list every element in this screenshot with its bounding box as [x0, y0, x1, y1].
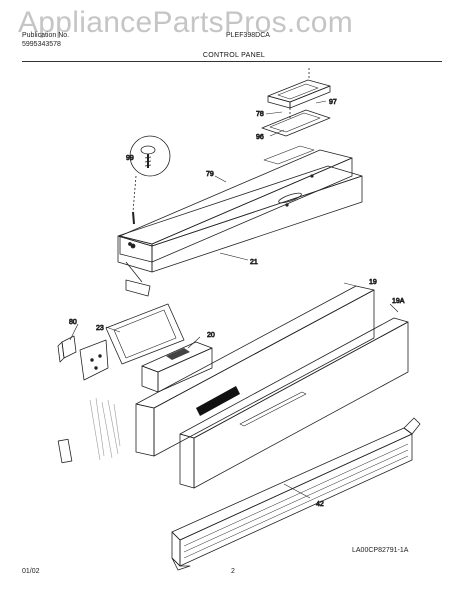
callout-20: 20	[207, 332, 215, 339]
part-79-control-panel	[119, 145, 353, 263]
wire-harness	[57, 397, 121, 464]
part-19a-front-panel	[179, 317, 409, 489]
callout-79: 79	[206, 171, 214, 178]
part-23-clock-board	[57, 303, 185, 381]
callout-42: 42	[316, 501, 324, 508]
footer-drawing-code: LA00CP82791-1A	[352, 547, 409, 554]
callout-21: 21	[250, 259, 258, 266]
page-title: CONTROL PANEL	[202, 52, 266, 59]
part-20-electronic-control	[141, 341, 213, 393]
footer-date: 01/02	[22, 568, 40, 575]
callout-19: 19	[369, 279, 377, 286]
part-19-back-panel	[135, 285, 375, 457]
footer-page-number: 2	[231, 568, 235, 575]
part-99-screw	[129, 135, 171, 225]
callout-96: 96	[256, 134, 264, 141]
callout-23: 23	[96, 325, 104, 332]
part-42-trim-grille	[171, 417, 421, 571]
publication-label: Publication No.	[22, 32, 70, 39]
callout-19a: 19A	[392, 298, 405, 305]
part-21-housing	[117, 165, 363, 297]
leader-lines	[69, 100, 399, 499]
callout-80: 80	[69, 319, 77, 326]
part-97-96-gasket	[261, 108, 331, 137]
callout-97: 97	[329, 99, 337, 106]
model-number: PLEF398DCA	[226, 32, 270, 39]
callout-99: 99	[126, 155, 134, 162]
watermark: AppliancePartsPros.com	[18, 6, 354, 39]
callout-78: 78	[256, 111, 264, 118]
publication-number: 5995343578	[22, 41, 61, 48]
title-rule	[22, 61, 442, 62]
